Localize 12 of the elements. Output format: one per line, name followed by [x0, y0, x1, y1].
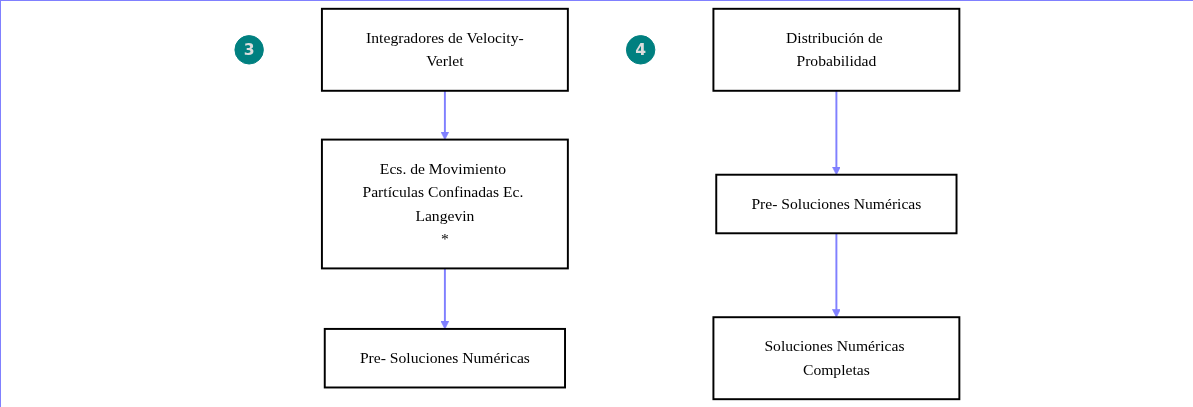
arrow — [831, 89, 841, 176]
node-box: Soluciones Numéricas Completas — [712, 316, 961, 401]
node-box: Pre- Soluciones Numéricas — [715, 173, 958, 235]
node-box: Integradores de Velocity-Verlet — [320, 7, 569, 92]
node-box: Distribución de Probabilidad — [712, 7, 961, 92]
arrow — [831, 232, 841, 318]
node-circle: 4 — [625, 35, 656, 65]
node-box: Ecs. de Movimiento Partículas Confinadas Ec. Langevin * — [320, 138, 569, 270]
node-circle: 3 — [234, 35, 264, 65]
arrow — [440, 89, 450, 140]
arrow — [440, 267, 450, 330]
node-box: Pre- Soluciones Numéricas — [323, 327, 566, 389]
